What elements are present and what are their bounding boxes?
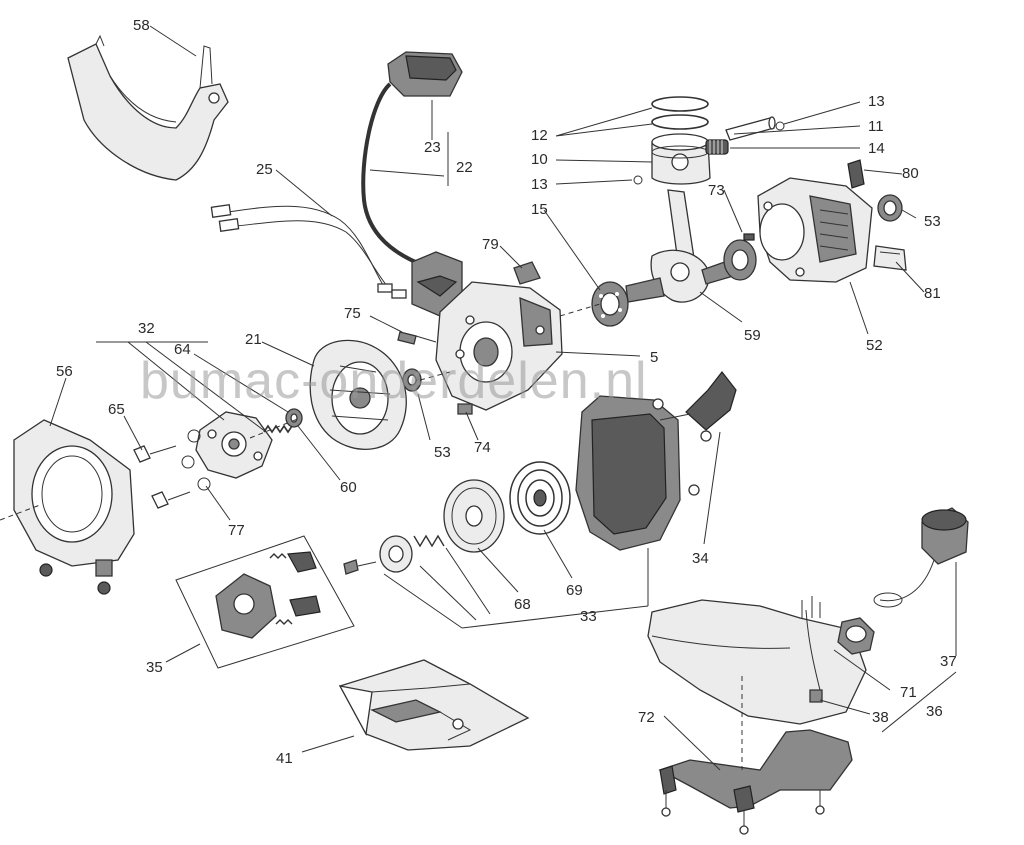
callout-77: 77 <box>228 522 245 539</box>
part-81-reed-plate <box>873 245 907 271</box>
part-75-screw <box>397 331 437 345</box>
callout-79: 79 <box>482 236 499 253</box>
part-38-filter <box>809 689 823 703</box>
part-pulley-wheel <box>443 479 505 553</box>
part-12-piston-rings <box>651 96 709 130</box>
callout-72: 72 <box>638 709 655 726</box>
callout-41: 41 <box>276 750 293 767</box>
part-41-shield <box>338 659 530 751</box>
part-13-circlips <box>633 121 785 185</box>
callout-74: 74 <box>474 439 491 456</box>
part-10-piston <box>651 133 711 185</box>
part-68-pulley-and-spring <box>343 534 445 575</box>
watermark-text: bumac-onderdelen.nl <box>140 352 648 410</box>
callout-33: 33 <box>580 608 597 625</box>
callout-65: 65 <box>108 401 125 418</box>
part-36-fuel-tank <box>647 596 875 725</box>
part-5-engine-block <box>435 281 563 411</box>
callout-12: 12 <box>531 127 548 144</box>
callout-13-left: 13 <box>531 176 548 193</box>
callout-labels: 58 23 22 25 12 10 13 13 11 14 80 15 73 5… <box>56 17 957 767</box>
callout-71: 71 <box>900 684 917 701</box>
callout-5: 5 <box>650 349 658 366</box>
callout-53-center: 53 <box>434 444 451 461</box>
callout-14: 14 <box>868 140 885 157</box>
callout-81: 81 <box>924 285 941 302</box>
part-69-recoil-spring <box>509 461 571 535</box>
part-23-ignition-coil <box>361 51 463 317</box>
part-53-seal-right <box>877 194 903 222</box>
part-73-bearing-right <box>723 233 757 281</box>
part-56-clutch-housing <box>13 419 135 595</box>
callout-37: 37 <box>940 653 957 670</box>
part-60-washer <box>285 408 303 428</box>
part-21-flywheel <box>309 339 407 450</box>
callout-35: 35 <box>146 659 163 676</box>
callout-34: 34 <box>692 550 709 567</box>
callout-58: 58 <box>133 17 150 34</box>
leader-lines <box>49 25 957 771</box>
part-65-bolts <box>133 445 191 509</box>
callout-75: 75 <box>344 305 361 322</box>
part-74-screw <box>457 403 473 415</box>
part-71-fuel-line <box>805 609 821 691</box>
part-32-clutch-assembly <box>195 411 273 479</box>
part-80-clip <box>847 159 865 189</box>
callout-32: 32 <box>138 320 155 337</box>
callout-11: 11 <box>868 118 884 135</box>
callout-56: 56 <box>56 363 73 380</box>
callout-38: 38 <box>872 709 889 726</box>
part-72-tank-bracket <box>658 729 853 835</box>
part-34-starter-housing <box>575 371 737 551</box>
part-52-crankcase <box>757 177 873 283</box>
callout-53-right: 53 <box>924 213 941 230</box>
callout-59: 59 <box>744 327 761 344</box>
callout-15: 15 <box>531 201 548 218</box>
part-11-piston-pin <box>725 116 776 141</box>
callout-13-right: 13 <box>868 93 885 110</box>
callout-25: 25 <box>256 161 273 178</box>
assembly-axis-lines <box>0 303 743 770</box>
callout-64: 64 <box>174 341 191 358</box>
part-37-fuel-cap <box>873 507 969 608</box>
part-58-cover <box>67 34 229 181</box>
part-14-needle-bearing <box>705 139 729 155</box>
part-15-bearing-left <box>591 281 629 327</box>
callout-69: 69 <box>566 582 583 599</box>
part-59-crankshaft <box>625 189 741 303</box>
callout-60: 60 <box>340 479 357 496</box>
callout-73: 73 <box>708 182 725 199</box>
callout-23: 23 <box>424 139 441 156</box>
callout-22: 22 <box>456 159 473 176</box>
callout-10: 10 <box>531 151 548 168</box>
part-77-washers <box>181 429 211 491</box>
part-35-clutch-detail-box <box>175 535 355 669</box>
callout-21: 21 <box>245 331 262 348</box>
callout-80: 80 <box>902 165 919 182</box>
part-79-clip <box>513 261 541 285</box>
callout-68: 68 <box>514 596 531 613</box>
callout-52: 52 <box>866 337 883 354</box>
part-25-wire-harness <box>210 204 407 299</box>
part-64-spring <box>263 424 293 434</box>
callout-36: 36 <box>926 703 943 720</box>
